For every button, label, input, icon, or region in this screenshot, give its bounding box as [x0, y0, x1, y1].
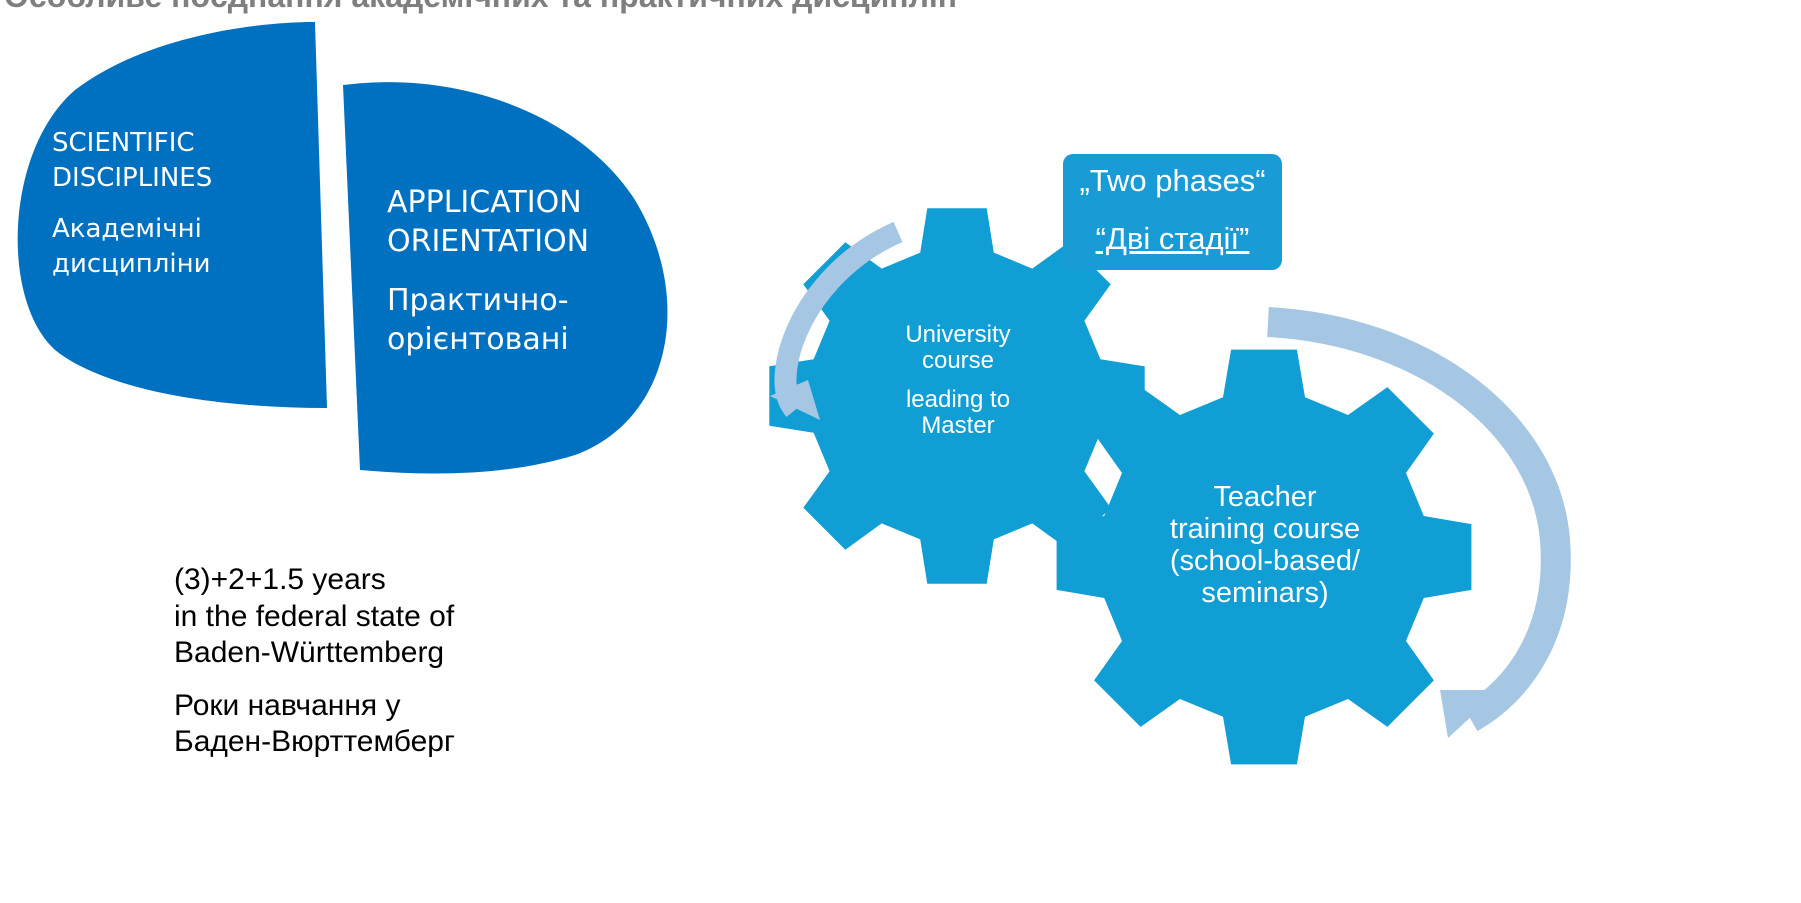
right-cycle-arrow — [1267, 307, 1571, 738]
gear-top-line3: leading to — [905, 385, 1011, 413]
page-title: Особливе поєднання академічних та практи… — [0, 0, 1801, 15]
scientific-label-en1: SCIENTIFIC — [52, 128, 195, 158]
badge-line-ua: “Дві стадії” — [1095, 221, 1250, 256]
gear-bottom-line4: seminars) — [1201, 576, 1329, 609]
gear-bottom-line1: Teacher — [1213, 481, 1317, 513]
years-line3: Baden-Württemberg — [174, 636, 445, 670]
application-orientation-shape — [343, 82, 668, 474]
scientific-disciplines-label: SCIENTIFIC DISCIPLINES Академічні дисцип… — [52, 126, 212, 282]
years-line4: Роки навчання у — [174, 688, 401, 722]
gear-top-line2: course — [921, 347, 995, 375]
university-course-gear — [769, 208, 1145, 584]
gear-top-line4: Master — [921, 412, 995, 440]
years-line1: (3)+2+1.5 years — [174, 563, 386, 596]
university-course-label: University course leading to Master — [858, 321, 1058, 440]
scientific-disciplines-shape — [17, 22, 327, 408]
application-label-ua2: орієнтовані — [387, 322, 569, 357]
application-label-en2: ORIENTATION — [387, 224, 590, 259]
years-line2: in the federal state of — [174, 599, 455, 633]
years-line5: Баден-Вюрттемберг — [174, 725, 455, 759]
application-label-ua1: Практично- — [387, 283, 569, 318]
application-label-en1: APPLICATION — [387, 185, 582, 220]
study-years-text: (3)+2+1.5 years in the federal state of … — [174, 562, 455, 761]
left-cycle-arrow — [770, 221, 903, 420]
teacher-training-label: Teacher training course (school-based/ s… — [1155, 481, 1375, 610]
scientific-label-ua2: дисципліни — [52, 249, 211, 280]
gear-bottom-line2: training course — [1169, 512, 1361, 545]
gear-bottom-line3: (school-based/ — [1169, 544, 1361, 577]
badge-text: „Two phases“ “Дві стадії” — [1063, 163, 1282, 257]
teacher-training-gear — [1056, 349, 1472, 765]
scientific-label-ua1: Академічні — [52, 214, 202, 245]
two-phases-badge — [1063, 154, 1282, 270]
application-orientation-label: APPLICATION ORIENTATION Практично- орієн… — [387, 183, 589, 359]
gear-top-line1: University — [905, 321, 1011, 348]
badge-line-en: „Two phases“ — [1079, 163, 1266, 198]
scientific-label-en2: DISCIPLINES — [52, 163, 213, 194]
